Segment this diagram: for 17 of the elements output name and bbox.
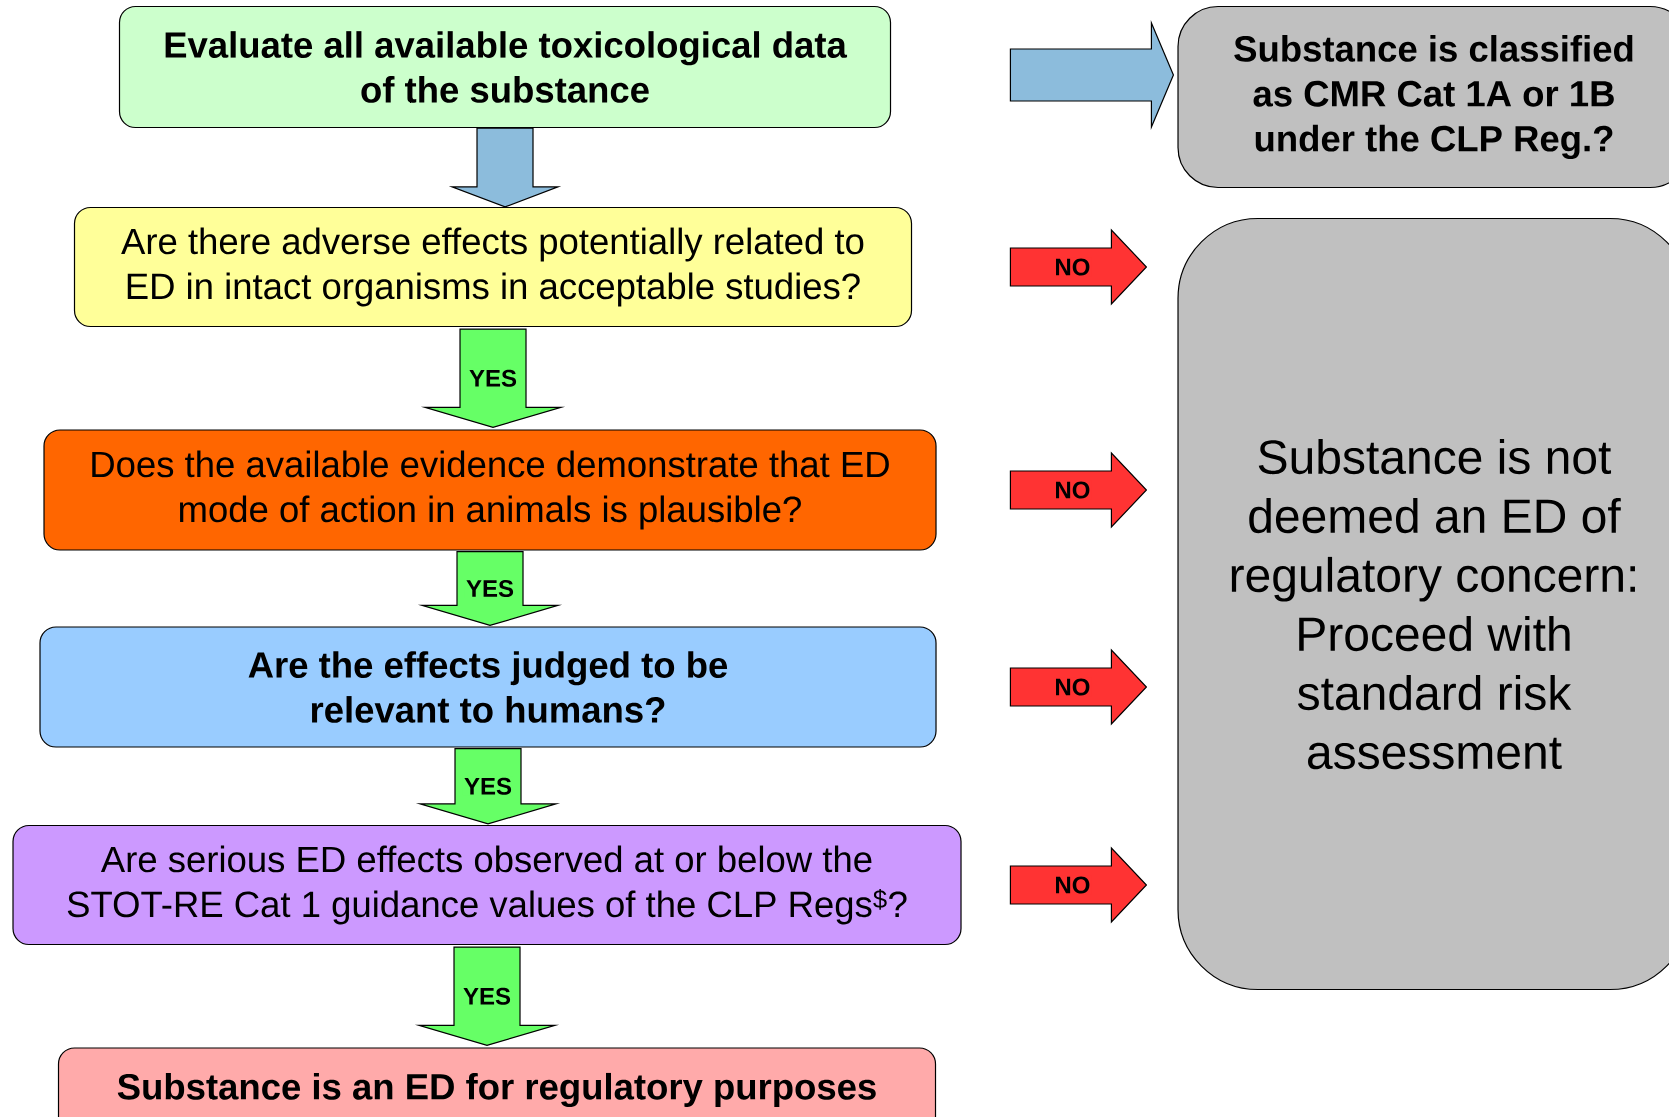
result-box: Substance is not deemed an ED of regulatory concern: Proceed with standard risk assessment — [1177, 217, 1669, 991]
block-arrow — [1009, 451, 1148, 529]
block-arrow — [414, 946, 560, 1047]
process-box: Evaluate all available toxicological data of the substance — [118, 5, 892, 129]
block-arrow — [420, 328, 566, 429]
edge-label: YES — [465, 579, 515, 598]
decision-box: Substance is classified as CMR Cat 1A or 1B under the CLP Reg.? — [1177, 5, 1669, 189]
block-arrow — [1009, 846, 1148, 924]
result-box: Substance is an ED for regulatory purposes — [57, 1047, 937, 1117]
decision-box: Does the available evidence demonstrate that ED mode of action in animals is plausible? — [43, 429, 937, 551]
block-arrow — [1009, 228, 1148, 306]
block-arrow — [1009, 648, 1148, 726]
decision-box: Are the effects judged to be relevant to humans? — [39, 626, 937, 748]
decision-box: Are there adverse effects potentially related to ED in intact organisms in acceptable studies? — [73, 206, 913, 328]
block-arrow — [1009, 20, 1175, 130]
decision-box: Are serious ED effects observed at or below the STOT-RE Cat 1 guidance values of the CLP Regs$^{$}$? — [12, 824, 962, 946]
block-arrow — [448, 127, 562, 208]
